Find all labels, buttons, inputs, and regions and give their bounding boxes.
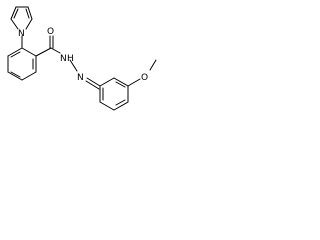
imine-double-bond-b — [85, 80, 100, 90]
methoxy-methyl-bond — [149, 59, 157, 71]
imine-double-bond-a — [86, 77, 101, 87]
chemical-structure-diagram: N O N H N O — [7, 6, 157, 111]
carbonyl-nh-bond — [50, 47, 61, 54]
methoxy-oxygen-label: O — [141, 73, 148, 83]
pyrrole-nitrogen-label: N — [18, 29, 25, 39]
imine-nitrogen-label: N — [77, 73, 84, 83]
benzene-ring-right — [99, 77, 129, 111]
aryl-methoxy-bond — [127, 78, 141, 87]
pyrrole-ring — [10, 6, 33, 30]
hydrazine-nn-bond — [69, 59, 78, 72]
benzene-ring-left — [7, 47, 37, 81]
amide-hydrogen-label: H — [67, 54, 74, 64]
carbonyl-oxygen-label: O — [47, 27, 54, 37]
aryl-carbonyl-bond — [35, 47, 52, 57]
amide-nitrogen-label: N — [60, 54, 67, 64]
